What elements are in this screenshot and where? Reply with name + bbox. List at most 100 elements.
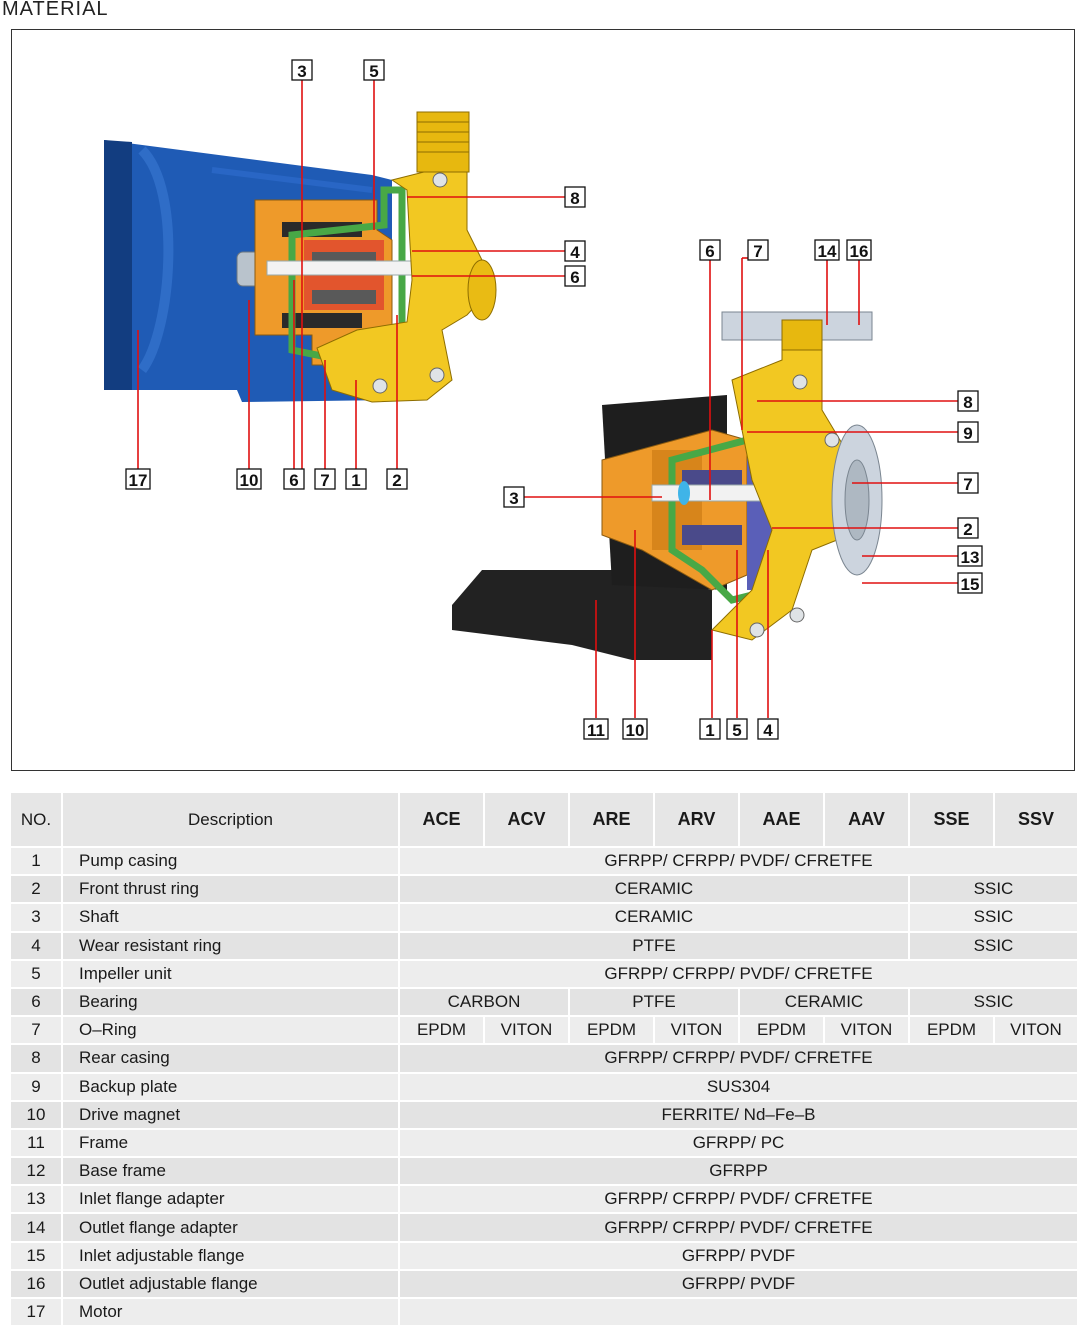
part-description: Motor xyxy=(62,1298,400,1328)
header-model: ACE xyxy=(399,793,485,848)
material-cell: PTFE xyxy=(399,931,910,961)
header-model: ACV xyxy=(484,793,570,848)
svg-text:8: 8 xyxy=(570,189,579,208)
row-number: 11 xyxy=(11,1128,63,1159)
material-cell: GFRPP/ PVDF xyxy=(399,1241,1079,1271)
svg-text:6: 6 xyxy=(705,242,714,261)
part-description: Backup plate xyxy=(62,1072,400,1102)
header-model: AAV xyxy=(824,793,910,848)
row-number: 15 xyxy=(11,1241,63,1271)
row-number: 16 xyxy=(11,1269,63,1300)
row-number: 8 xyxy=(11,1044,63,1074)
svg-text:7: 7 xyxy=(320,471,329,490)
callout-label: 2 xyxy=(957,517,979,539)
material-cell: PTFE xyxy=(569,987,740,1018)
callout-label: 1 xyxy=(699,718,721,740)
svg-text:7: 7 xyxy=(963,475,972,494)
part-description: Inlet adjustable flange xyxy=(62,1241,400,1271)
svg-text:10: 10 xyxy=(240,471,259,490)
callout-label: 8 xyxy=(957,390,979,412)
part-description: Outlet adjustable flange xyxy=(62,1269,400,1300)
header-description: Description xyxy=(62,793,400,848)
callout-label: 3 xyxy=(291,59,313,81)
callout-label: 16 xyxy=(846,239,872,261)
part-description: Outlet flange adapter xyxy=(62,1213,400,1243)
svg-text:17: 17 xyxy=(129,471,148,490)
svg-text:6: 6 xyxy=(570,268,579,287)
callout-label: 7 xyxy=(747,239,769,261)
callout-label: 2 xyxy=(386,468,408,490)
part-description: Impeller unit xyxy=(62,959,400,989)
header-model: AAE xyxy=(739,793,825,848)
table-header-row: NO. Description ACE ACV ARE ARV AAE AAV … xyxy=(11,793,1079,848)
material-cell: GFRPP xyxy=(399,1157,1079,1187)
material-cell: SSIC xyxy=(909,875,1079,905)
row-number: 12 xyxy=(11,1157,63,1187)
row-number: 2 xyxy=(11,875,63,905)
svg-text:4: 4 xyxy=(763,721,773,740)
svg-text:15: 15 xyxy=(961,575,980,594)
material-cell: SSIC xyxy=(909,987,1079,1018)
material-cell: EPDM xyxy=(739,1016,825,1046)
material-cell: VITON xyxy=(654,1016,740,1046)
material-cell: GFRPP/ CFRPP/ PVDF/ CFRETFE xyxy=(399,1185,1079,1215)
row-number: 10 xyxy=(11,1100,63,1130)
part-description: Frame xyxy=(62,1128,400,1159)
row-number: 13 xyxy=(11,1185,63,1215)
part-description: Pump casing xyxy=(62,847,400,877)
svg-text:10: 10 xyxy=(626,721,645,740)
right-leader-lines xyxy=(524,257,958,718)
callout-label: 7 xyxy=(957,472,979,494)
row-number: 17 xyxy=(11,1298,63,1328)
callout-label: 5 xyxy=(363,59,385,81)
callout-label: 6 xyxy=(283,468,305,490)
pump-cutaway-figure: 3 5 8 4 6 17 10 6 7 1 2 6 7 14 16 8 9 7 … xyxy=(11,29,1075,771)
svg-text:16: 16 xyxy=(850,242,869,261)
material-cell: SSIC xyxy=(909,931,1079,961)
part-description: Base frame xyxy=(62,1157,400,1187)
part-description: Wear resistant ring xyxy=(62,931,400,961)
part-description: O–Ring xyxy=(62,1016,400,1046)
left-leader-lines xyxy=(137,78,565,470)
row-number: 6 xyxy=(11,987,63,1018)
svg-text:1: 1 xyxy=(705,721,714,740)
callout-label: 4 xyxy=(757,718,779,740)
callout-label: 10 xyxy=(622,718,648,740)
row-number: 14 xyxy=(11,1213,63,1243)
svg-text:5: 5 xyxy=(732,721,741,740)
section-heading: MATERIAL xyxy=(2,0,109,20)
part-description: Rear casing xyxy=(62,1044,400,1074)
svg-text:3: 3 xyxy=(509,489,518,508)
material-cell: CERAMIC xyxy=(399,875,910,905)
material-cell: EPDM xyxy=(569,1016,655,1046)
header-model: SSE xyxy=(909,793,995,848)
svg-text:11: 11 xyxy=(587,721,605,740)
material-cell: GFRPP/ CFRPP/ PVDF/ CFRETFE xyxy=(399,1213,1079,1243)
part-description: Drive magnet xyxy=(62,1100,400,1130)
callout-label: 17 xyxy=(125,468,151,490)
callout-label: 7 xyxy=(314,468,336,490)
header-model: SSV xyxy=(994,793,1079,848)
material-cell: VITON xyxy=(994,1016,1079,1046)
callout-label: 15 xyxy=(957,572,983,594)
pump-illustration: 3 5 8 4 6 17 10 6 7 1 2 6 7 14 16 8 9 7 … xyxy=(104,59,983,740)
material-cell: SUS304 xyxy=(399,1072,1079,1102)
callout-label: 3 xyxy=(503,486,525,508)
material-table: NO. Description ACE ACV ARE ARV AAE AAV … xyxy=(11,793,1079,1328)
part-description: Front thrust ring xyxy=(62,875,400,905)
part-description: Inlet flange adapter xyxy=(62,1185,400,1215)
part-description: Bearing xyxy=(62,987,400,1018)
callout-label: 5 xyxy=(726,718,748,740)
